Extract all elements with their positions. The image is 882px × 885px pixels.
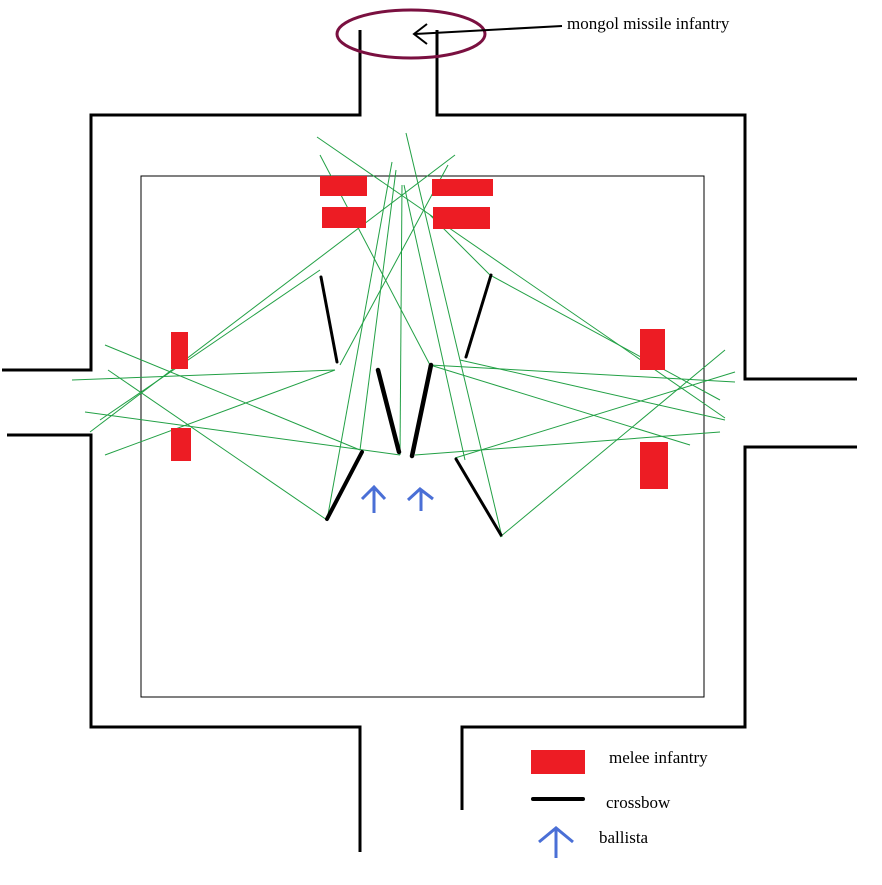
melee-unit [171, 428, 191, 461]
legend-ballista-label: ballista [599, 828, 649, 847]
fire-lines [71, 132, 736, 538]
ballista-unit [360, 484, 387, 513]
crossbow-unit [409, 362, 434, 459]
crossbow-unit [464, 273, 493, 359]
inner-courtyard [140, 175, 705, 698]
melee-unit [432, 179, 493, 196]
melee-unit [322, 207, 366, 228]
legend-crossbow-label: crossbow [606, 793, 671, 812]
legend-melee-icon [531, 750, 585, 774]
melee-infantry-units [171, 176, 668, 489]
crossbow-units [319, 273, 503, 537]
crossbow-unit [454, 457, 503, 537]
ballista-unit [406, 487, 434, 511]
melee-unit [320, 176, 367, 196]
legend-melee-label: melee infantry [609, 748, 708, 767]
legend-ballista-icon [538, 826, 574, 858]
melee-unit [433, 207, 490, 229]
melee-unit [171, 332, 188, 369]
melee-unit [640, 329, 665, 370]
outer-walls [2, 30, 857, 852]
crossbow-unit [325, 450, 364, 521]
ballista-units [360, 484, 434, 513]
crossbow-unit [375, 367, 402, 455]
enemy-label: mongol missile infantry [567, 14, 730, 33]
melee-unit [640, 442, 668, 489]
crossbow-unit [319, 275, 339, 364]
pointer-arrow [412, 23, 563, 45]
enemy-position-circle [335, 8, 487, 60]
